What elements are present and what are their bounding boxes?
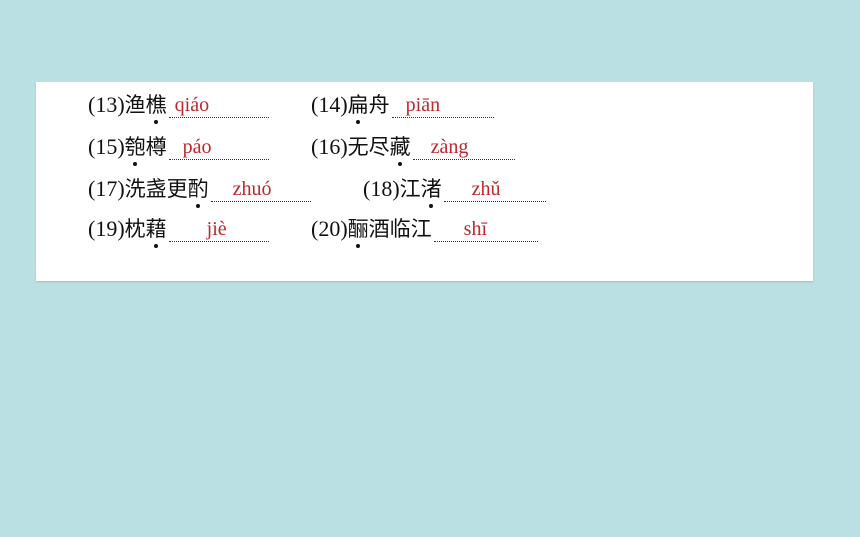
answer-blank: zàng <box>412 133 515 160</box>
answer-blank: páo <box>168 133 269 160</box>
answer-blank: jiè <box>168 215 269 242</box>
item-number: (18) <box>363 176 400 201</box>
item-15: (15) 匏 樽 páo <box>88 128 269 166</box>
item-number: (20) <box>311 216 348 241</box>
pinyin-answer: piān <box>405 94 441 116</box>
word-dotted-char: 扁 <box>347 93 369 124</box>
item-16: (16) 无尽 藏 zàng <box>311 128 515 166</box>
pinyin-answer: jiè <box>206 218 227 240</box>
pinyin-answer: zhǔ <box>471 178 501 200</box>
pinyin-answer: zàng <box>430 136 469 158</box>
item-20: (20) 酾 酒临江 shī <box>311 210 538 248</box>
pinyin-answer: páo <box>182 136 212 158</box>
word-plain: 渔 <box>124 93 146 117</box>
word-plain: 舟 <box>368 93 390 117</box>
exercise-row-2: (15) 匏 樽 páo (16) 无尽 藏 zàng <box>88 128 808 166</box>
word-dotted-char: 藉 <box>145 217 167 248</box>
exercise-row-3: (17) 洗盏更 酌 zhuó (18) 江 渚 zhǔ <box>88 170 808 208</box>
answer-blank: piān <box>391 91 494 118</box>
item-number: (17) <box>88 176 125 201</box>
word-plain: 枕 <box>124 217 146 241</box>
item-number: (19) <box>88 216 125 241</box>
item-number: (13) <box>88 92 125 117</box>
word-plain: 樽 <box>145 135 167 159</box>
item-17: (17) 洗盏更 酌 zhuó <box>88 170 311 208</box>
item-14: (14) 扁 舟 piān <box>311 86 494 124</box>
item-13: (13) 渔 樵 qiáo <box>88 86 269 124</box>
word-plain: 洗盏更 <box>124 177 188 201</box>
word-dotted-char: 渚 <box>420 177 442 208</box>
item-number: (15) <box>88 134 125 159</box>
word-dotted-char: 樵 <box>145 93 167 124</box>
pinyin-answer: shī <box>463 218 487 240</box>
exercise-row-1: (13) 渔 樵 qiáo (14) 扁 舟 piān <box>88 86 808 124</box>
item-18: (18) 江 渚 zhǔ <box>363 170 546 208</box>
answer-blank: zhǔ <box>443 175 546 202</box>
item-number: (16) <box>311 134 348 159</box>
answer-blank: shī <box>433 215 538 242</box>
item-number: (14) <box>311 92 348 117</box>
pinyin-answer: qiáo <box>174 94 210 116</box>
word-dotted-char: 酌 <box>187 177 209 208</box>
word-dotted-char: 藏 <box>389 135 411 166</box>
word-plain: 无尽 <box>347 135 390 159</box>
exercise-card: (13) 渔 樵 qiáo (14) 扁 舟 piān (15) 匏 樽 páo <box>36 82 813 281</box>
word-plain: 江 <box>399 177 421 201</box>
word-plain: 酒临江 <box>368 217 432 241</box>
pinyin-answer: zhuó <box>232 178 272 200</box>
answer-blank: zhuó <box>210 175 311 202</box>
exercise-row-4: (19) 枕 藉 jiè (20) 酾 酒临江 shī <box>88 210 808 248</box>
answer-blank: qiáo <box>168 91 269 118</box>
word-dotted-char: 酾 <box>347 217 369 248</box>
word-dotted-char: 匏 <box>124 135 146 166</box>
item-19: (19) 枕 藉 jiè <box>88 210 269 248</box>
